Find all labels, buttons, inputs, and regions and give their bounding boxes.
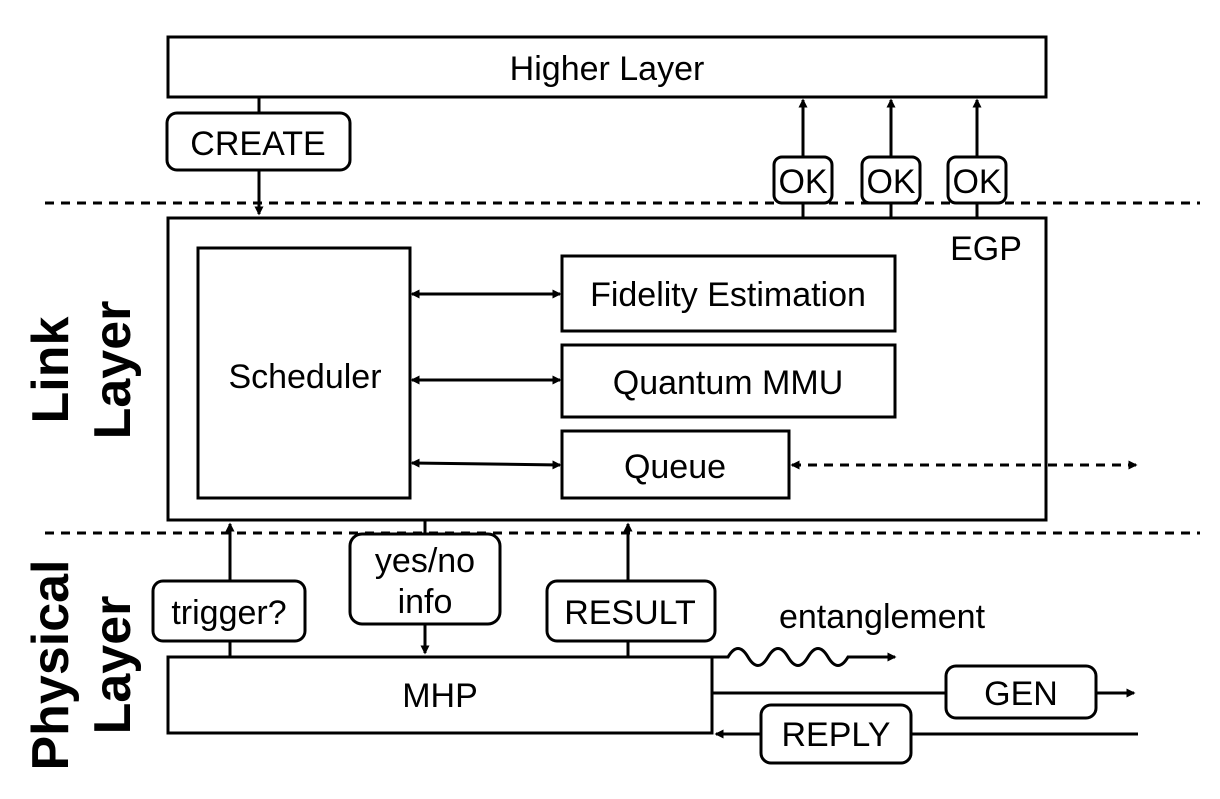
scheduler-box	[196, 246, 412, 500]
reply-message-box	[759, 703, 913, 765]
gen-message-box	[944, 664, 1098, 720]
ok-message-box-2	[860, 155, 922, 205]
create-message-box	[165, 111, 352, 172]
trigger-message-label: trigger?	[171, 594, 286, 632]
physical-layer-label: Physical Layer	[22, 559, 142, 770]
higher-layer-box	[166, 35, 1048, 99]
reply-message-label: REPLY	[782, 716, 891, 754]
yes-no-info-label-line1: yes/no	[375, 542, 475, 580]
quantum-mmu-label: Quantum MMU	[613, 364, 844, 402]
yes-no-info-label-line2: info	[398, 583, 453, 621]
yes-no-info-message-box	[348, 532, 502, 626]
link-layer-label-line1: Link	[22, 316, 80, 423]
fidelity-estimation-box	[560, 254, 897, 333]
mhp-label: MHP	[402, 677, 478, 715]
entanglement-label: entanglement	[779, 598, 986, 636]
ok-message-label-3: OK	[952, 163, 1001, 201]
result-message-label: RESULT	[564, 594, 696, 632]
mhp-box	[166, 655, 714, 735]
ok-message-box-3	[946, 155, 1008, 205]
create-message-label: CREATE	[190, 125, 325, 163]
quantum-mmu-box	[560, 343, 897, 419]
link-layer-label: Link Layer	[22, 301, 142, 440]
trigger-message-box	[151, 579, 307, 643]
egp-label: EGP	[950, 230, 1022, 268]
entanglement-wavy-arrow	[712, 647, 897, 667]
ok-message-label-1: OK	[778, 163, 827, 201]
queue-label: Queue	[624, 448, 726, 486]
physical-layer-label-line1: Physical	[22, 559, 80, 770]
physical-layer-label-line2: Layer	[84, 596, 142, 735]
link-layer-label-line2: Layer	[84, 301, 142, 440]
scheduler-label: Scheduler	[228, 358, 381, 396]
fidelity-estimation-label: Fidelity Estimation	[590, 276, 866, 314]
result-message-box	[545, 579, 717, 643]
queue-box	[560, 429, 791, 500]
higher-layer-label: Higher Layer	[510, 50, 705, 88]
ok-message-box-1	[772, 155, 834, 205]
gen-message-label: GEN	[984, 675, 1058, 713]
scheduler-queue-arrow	[410, 458, 562, 470]
ok-message-label-2: OK	[866, 163, 915, 201]
